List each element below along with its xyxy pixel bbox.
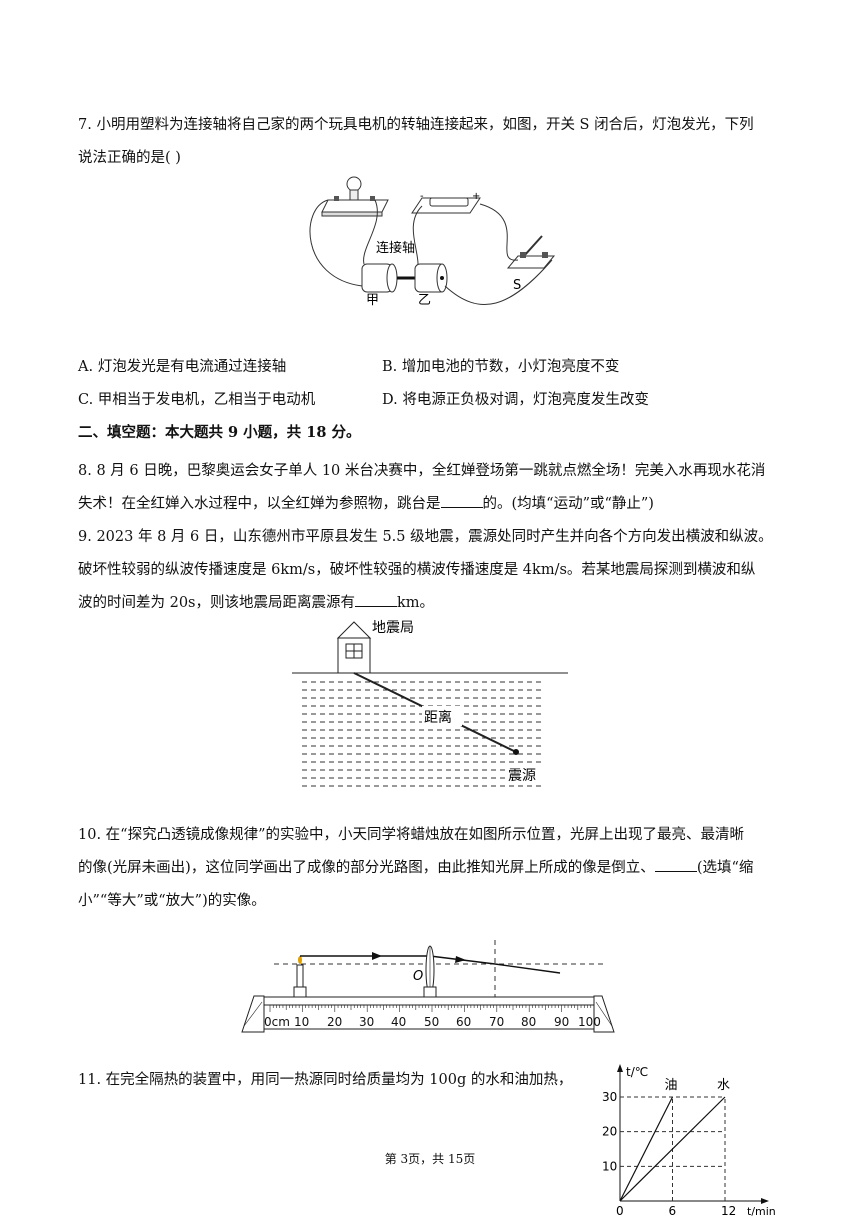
q10-line2-text-a: 的像(光屏未画出)，这位同学画出了成像的部分光路图，由此推知光屏上所成的像是倒立…: [78, 860, 655, 876]
station-label: 地震局: [372, 620, 414, 636]
q8-line2-text-b: 的。(均填“运动”或“静止”): [482, 496, 654, 512]
motor-circuit-figure: - + S 连接轴 甲 乙: [309, 176, 556, 308]
q9-line3: 波的时间差为 20s，则该地震局距离震源有 km。: [78, 591, 434, 612]
q7-option-a: A. 灯泡发光是有电流通过连接轴: [78, 359, 287, 375]
x-axis-arrow: [761, 1198, 769, 1204]
battery-plus-label: +: [472, 191, 480, 202]
ruler-label-30: 30: [359, 1015, 374, 1029]
q9-line3-text-b: km。: [397, 595, 435, 611]
x-tick-label: 6: [669, 1204, 677, 1216]
q9-line2: 破坏性较弱的纵波传播速度是 6km/s，破坏性较强的横波传播速度是 4km/s。…: [78, 562, 756, 578]
q9-line3-text-a: 波的时间差为 20s，则该地震局距离震源有: [78, 595, 355, 611]
series-line: [619, 1096, 674, 1202]
axis-label: 连接轴: [376, 240, 415, 256]
ruler-label-80: 80: [521, 1015, 536, 1029]
ruler-label-10: 10: [294, 1015, 309, 1029]
q11-line1: 11. 在完全隔热的装置中，用同一热源同时给质量均为 100g 的水和油加热，: [78, 1072, 573, 1088]
q10-line1: 10. 在“探究凸透镜成像规律”的实验中，小天同学将蜡烛放在如图所示位置，光屏上…: [78, 827, 744, 843]
x-tick-label: 12: [721, 1204, 736, 1216]
motor-a-label: 甲: [366, 293, 379, 308]
earthquake-figure: 地震局 距离 震源: [292, 620, 568, 787]
x-axis-label: t/min: [747, 1205, 776, 1216]
q9-answer-blank[interactable]: [355, 594, 397, 607]
q10-answer-blank[interactable]: [654, 859, 697, 872]
ruler-label-70: 70: [489, 1015, 504, 1029]
ruler-label-20: 20: [327, 1015, 342, 1029]
source-label: 震源: [508, 768, 536, 784]
battery-board: - +: [411, 191, 481, 214]
wires: [309, 199, 553, 305]
ruler-ticks: [269, 1005, 595, 1012]
bulb-board: [321, 176, 389, 217]
ruler-label-0: 0cm: [264, 1015, 290, 1029]
q7-option-d: D. 将电源正负极对调，灯泡亮度发生改变: [382, 392, 649, 408]
y-tick-label: 10: [602, 1159, 617, 1173]
series-line: [619, 1096, 726, 1202]
y-tick-label: 20: [602, 1125, 617, 1139]
motors: 连接轴 甲 乙: [361, 240, 448, 308]
q8-line1: 8. 8 月 6 日晚，巴黎奥运会女子单人 10 米台决赛中，全红婵登场第一跳就…: [78, 463, 766, 479]
lens-bench-figure: O 0cm 10 20 30 40 50 60 70 80 90 100: [241, 940, 615, 1033]
y-tick-label: 30: [602, 1090, 617, 1104]
y-axis-label: t/℃: [626, 1065, 648, 1079]
ruler-label-100: 100: [578, 1015, 601, 1029]
q10-line3: 小”“等大”或“放大”)的实像。: [78, 893, 266, 909]
distance-label: 距离: [424, 709, 452, 726]
ruler-label-90: 90: [554, 1015, 569, 1029]
source-point: [513, 749, 519, 755]
battery-minus-label: -: [420, 191, 424, 202]
q10-line2-text-b: (选填“缩: [696, 860, 754, 876]
x-tick-label: 0: [616, 1204, 624, 1216]
section-title: 二、填空题：本大题共 9 小题，共 18 分。: [78, 424, 361, 441]
q7-option-b: B. 增加电池的节数，小灯泡亮度不变: [382, 359, 620, 375]
series-label: 油: [665, 1078, 678, 1093]
optical-bench: [241, 995, 615, 1033]
ruler-label-50: 50: [424, 1015, 439, 1029]
q7-line1: 7. 小明用塑料为连接轴将自己家的两个玩具电机的转轴连接起来，如图，开关 S 闭…: [78, 117, 754, 133]
q8-line2-text-a: 失术！在全红婵入水过程中，以全红婵为参照物，跳台是: [78, 496, 441, 512]
convex-lens: O: [413, 945, 437, 998]
y-axis-arrow: [617, 1064, 623, 1072]
lens-label: O: [413, 969, 423, 984]
q7-option-c: C. 甲相当于发电机，乙相当于电动机: [78, 392, 316, 408]
station-house: 地震局: [336, 620, 414, 674]
q8-line2: 失术！在全红婵入水过程中，以全红婵为参照物，跳台是 的。(均填“运动”或“静止”): [78, 492, 654, 513]
ruler-label-40: 40: [391, 1015, 406, 1029]
switch: S: [506, 235, 556, 293]
page-footer: 第 3页，共 15页: [384, 1152, 476, 1166]
ruler-label-60: 60: [456, 1015, 471, 1029]
q7-line2: 说法正确的是( ): [78, 150, 181, 166]
q9-line1: 9. 2023 年 8 月 6 日，山东德州市平原县发生 5.5 级地震，震源处…: [78, 529, 773, 545]
motor-b-label: 乙: [418, 293, 431, 308]
q10-line2: 的像(光屏未画出)，这位同学画出了成像的部分光路图，由此推知光屏上所成的像是倒立…: [78, 856, 753, 877]
series-label: 水: [717, 1078, 730, 1093]
switch-label: S: [513, 278, 521, 293]
candle: [293, 956, 307, 998]
light-ray: [300, 952, 561, 974]
temperature-chart: 10 20 30 0 6 12 油 水 t/℃ t/min: [602, 1064, 776, 1216]
q8-answer-blank[interactable]: [440, 495, 483, 508]
